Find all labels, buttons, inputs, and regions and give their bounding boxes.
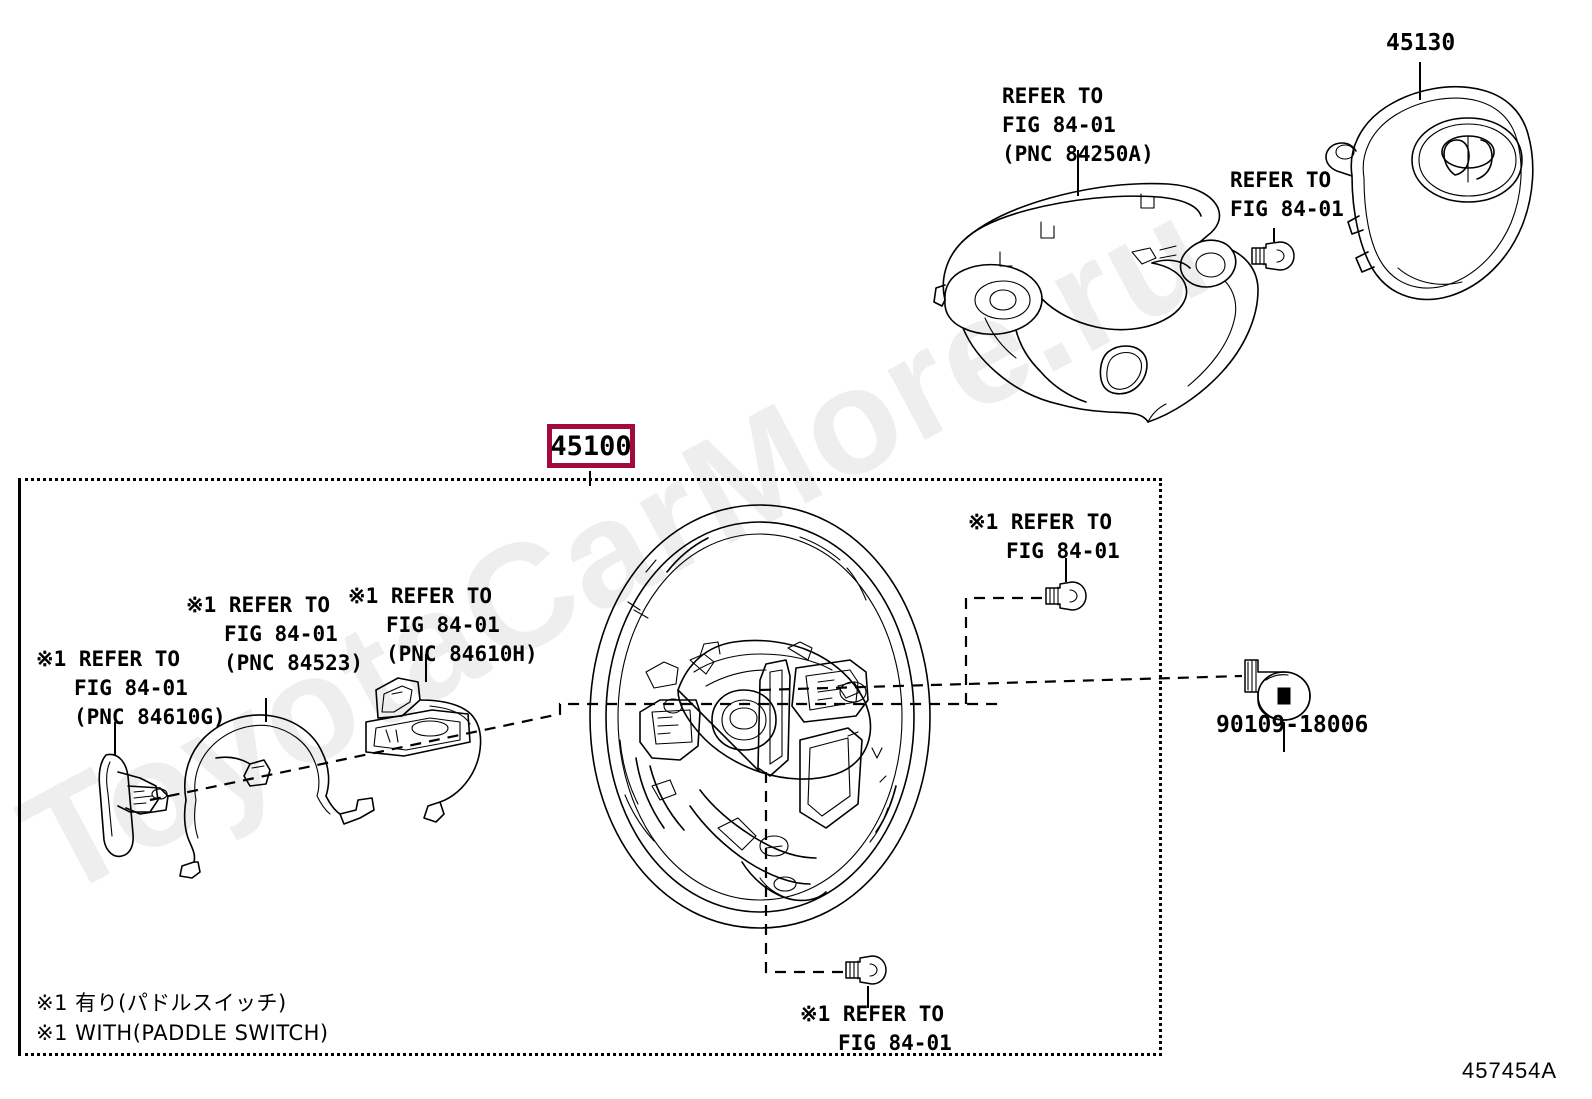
callout-screw-lower[interactable]: ※1 REFER TO FIG 84-01 [800, 1000, 952, 1058]
callout-airbag-screw[interactable]: REFER TO FIG 84-01 [1230, 166, 1344, 224]
legend-note-japanese: ※1 有り(パドルスイッチ) [36, 991, 287, 1015]
callout-airbag-screw-line1: REFER TO [1230, 168, 1332, 192]
callout-screw-upper[interactable]: ※1 REFER TO FIG 84-01 [968, 508, 1120, 566]
callout-screw-lower-line2: FIG 84-01 [837, 1031, 952, 1055]
callout-paddle-right-line1: REFER TO [390, 584, 493, 608]
part-code-90109-18006[interactable]: 90109-18006 [1216, 712, 1369, 738]
callout-paddle-left-mark: ※1 [36, 647, 67, 671]
callout-harness-line1: REFER TO [228, 593, 331, 617]
figure-code: 457454A [1462, 1058, 1558, 1083]
steering-pad-drawing [933, 182, 1259, 423]
callout-harness-mark: ※1 [186, 593, 217, 617]
legend-note-english: ※1 WITH(PADDLE SWITCH) [36, 1021, 329, 1045]
main-part-code-45100[interactable]: 45100 [547, 424, 635, 468]
callout-paddle-left-line3: (PNC 84610G) [73, 705, 226, 729]
callout-screw-lower-mark: ※1 [800, 1002, 831, 1026]
bolt-90109-drawing [1244, 659, 1311, 752]
callout-paddle-left-line2: FIG 84-01 [73, 676, 188, 700]
screw-upper-drawing [1045, 558, 1087, 611]
assembly-frame-45100 [18, 478, 1162, 1056]
part-code-45130[interactable]: 45130 [1386, 30, 1456, 56]
callout-screw-lower-line1: REFER TO [842, 1002, 945, 1026]
callout-airbag-cover-line1: REFER TO [1002, 84, 1104, 108]
callout-airbag-screw-line2: FIG 84-01 [1230, 197, 1344, 221]
steering-wheel-drawing [589, 504, 931, 929]
callout-paddle-right[interactable]: ※1 REFER TO FIG 84-01 (PNC 84610H) [348, 582, 538, 669]
callout-airbag-cover[interactable]: REFER TO FIG 84-01 (PNC 84250A) [1002, 82, 1154, 169]
callout-airbag-cover-line3: (PNC 84250A) [1002, 142, 1154, 166]
callout-airbag-cover-line2: FIG 84-01 [1002, 113, 1116, 137]
callout-paddle-left[interactable]: ※1 REFER TO FIG 84-01 (PNC 84610G) [36, 645, 226, 732]
callout-leaders [1077, 62, 1421, 196]
callout-harness[interactable]: ※1 REFER TO FIG 84-01 (PNC 84523) [186, 591, 363, 678]
airbag-module-drawing [1325, 85, 1534, 301]
callout-paddle-right-line2: FIG 84-01 [385, 613, 500, 637]
callout-paddle-right-mark: ※1 [348, 584, 379, 608]
wire-harness-drawing [179, 698, 375, 879]
callout-harness-line3: (PNC 84523) [223, 651, 364, 675]
screw-lower-drawing [845, 955, 887, 1008]
paddle-switch-right-drawing [365, 654, 482, 823]
screw-airbag-drawing [1251, 228, 1295, 271]
paddle-switch-left-drawing [98, 722, 169, 858]
callout-screw-upper-line2: FIG 84-01 [1005, 539, 1120, 563]
callout-paddle-left-line1: REFER TO [78, 647, 181, 671]
callout-harness-line2: FIG 84-01 [223, 622, 338, 646]
callout-screw-upper-mark: ※1 [968, 510, 999, 534]
callout-paddle-right-line3: (PNC 84610H) [385, 642, 538, 666]
callout-screw-upper-line1: REFER TO [1010, 510, 1113, 534]
